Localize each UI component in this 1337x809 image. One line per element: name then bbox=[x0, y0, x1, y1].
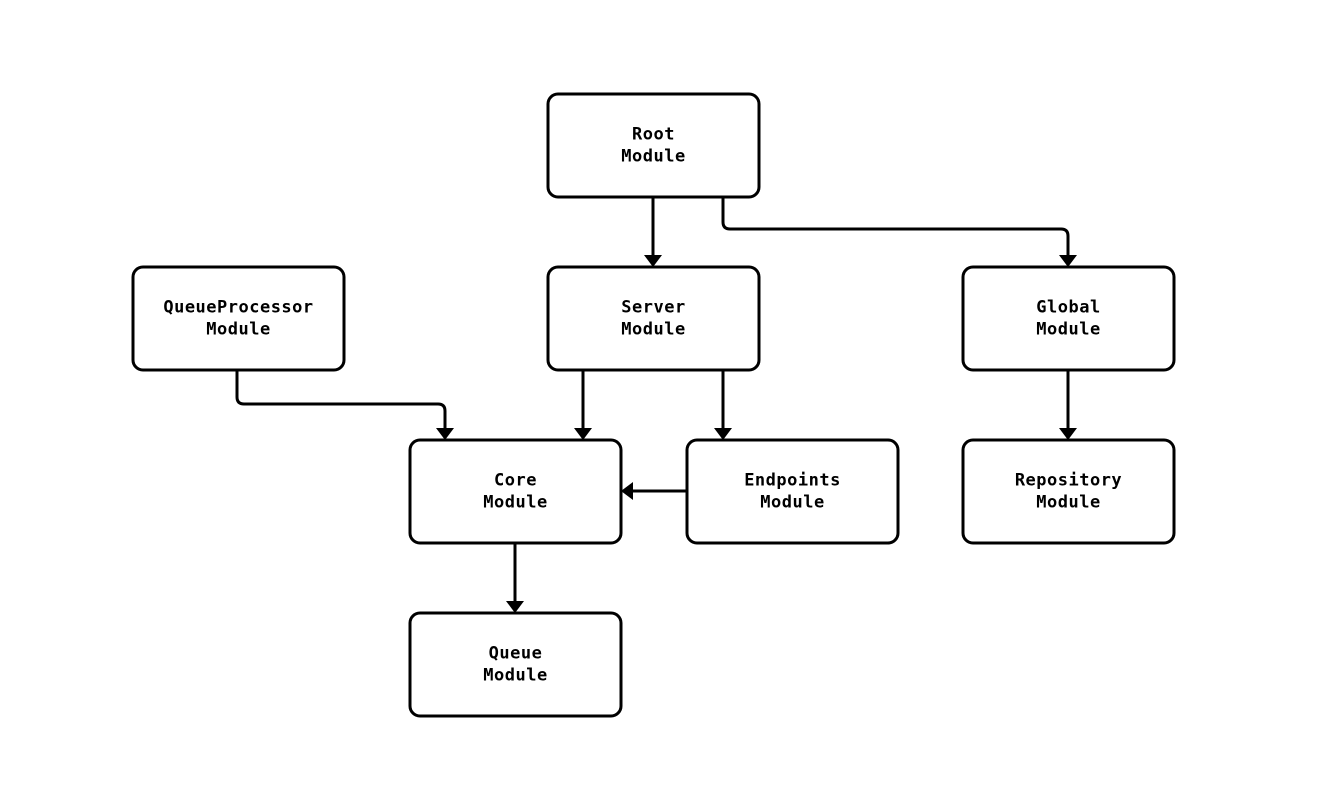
endpoints-module-node-box[interactable] bbox=[685, 438, 900, 545]
repository-module-node-label-line1: Repository bbox=[1015, 471, 1122, 491]
edge-queueprocessor-to-core-line bbox=[235, 370, 447, 431]
edge-queueprocessor-to-core-arrowhead-icon bbox=[436, 428, 454, 440]
nodes-layer: RootModuleQueueProcessorModuleServerModu… bbox=[131, 92, 1176, 718]
queueprocessor-module-node-label-line2: Module bbox=[206, 320, 270, 340]
global-module-node-label-line1: Global bbox=[1036, 298, 1100, 318]
edge-endpoints-to-core bbox=[621, 482, 687, 500]
queue-module-node-label-line2: Module bbox=[483, 666, 547, 686]
root-module-node-label-line1: Root bbox=[632, 125, 675, 145]
repository-module-node-label-line2: Module bbox=[1036, 493, 1100, 513]
edge-server-to-endpoints-arrowhead-icon bbox=[714, 428, 732, 440]
edge-core-to-queue-arrowhead-icon bbox=[506, 601, 524, 613]
edge-global-to-repository bbox=[1059, 370, 1077, 440]
root-module-node-box[interactable] bbox=[546, 92, 761, 199]
server-module-node-label-line1: Server bbox=[621, 298, 685, 318]
edge-server-to-core bbox=[574, 370, 592, 440]
queue-module-node-box[interactable] bbox=[408, 611, 623, 718]
edge-server-to-core-arrowhead-icon bbox=[574, 428, 592, 440]
global-module-node-box[interactable] bbox=[961, 265, 1176, 372]
edge-global-to-repository-arrowhead-icon bbox=[1059, 428, 1077, 440]
global-module-node-label-line2: Module bbox=[1036, 320, 1100, 340]
edge-endpoints-to-core-arrowhead-icon bbox=[621, 482, 633, 500]
edges-layer bbox=[235, 197, 1077, 613]
repository-module-node-box[interactable] bbox=[961, 438, 1176, 545]
edge-server-to-endpoints bbox=[714, 370, 732, 440]
edge-root-to-server bbox=[644, 197, 662, 267]
server-module-node-label-line2: Module bbox=[621, 320, 685, 340]
root-module-node-label-line2: Module bbox=[621, 147, 685, 167]
core-module-node-label-line1: Core bbox=[494, 471, 537, 491]
edge-root-to-global-arrowhead-icon bbox=[1059, 255, 1077, 267]
edge-queueprocessor-to-core bbox=[235, 370, 454, 440]
core-module-node-label-line2: Module bbox=[483, 493, 547, 513]
edge-root-to-server-arrowhead-icon bbox=[644, 255, 662, 267]
server-module-node-box[interactable] bbox=[546, 265, 761, 372]
core-module-node-box[interactable] bbox=[408, 438, 623, 545]
queueprocessor-module-node-box[interactable] bbox=[131, 265, 346, 372]
endpoints-module-node-label-line2: Module bbox=[760, 493, 824, 513]
edge-core-to-queue bbox=[506, 543, 524, 613]
endpoints-module-node-label-line1: Endpoints bbox=[744, 471, 841, 491]
queue-module-node-label-line1: Queue bbox=[489, 644, 543, 664]
edge-root-to-global bbox=[721, 197, 1077, 267]
edge-root-to-global-line bbox=[721, 197, 1070, 258]
queueprocessor-module-node-label-line1: QueueProcessor bbox=[163, 298, 313, 318]
